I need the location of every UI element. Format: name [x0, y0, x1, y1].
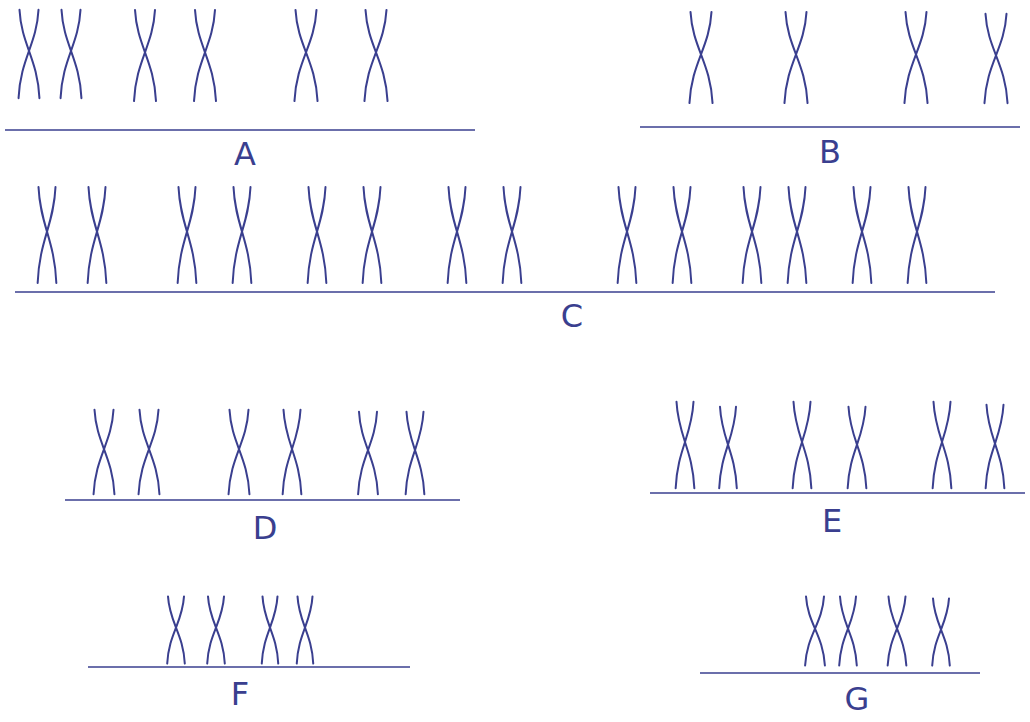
group-label: B [819, 136, 841, 168]
group-label: D [253, 512, 278, 544]
group-a-chromosomes [5, 10, 475, 130]
group-g-chromosomes [700, 596, 980, 673]
group-label: E [822, 505, 842, 537]
group-b-chromosomes [640, 12, 1020, 127]
group-label: F [231, 678, 249, 710]
group-label: G [845, 683, 870, 715]
group-e-chromosomes [650, 402, 1025, 493]
group-f-chromosomes [88, 596, 410, 667]
group-label: C [561, 300, 583, 332]
group-d-chromosomes [65, 410, 460, 500]
group-c-chromosomes [15, 187, 995, 292]
group-label: A [234, 138, 256, 170]
